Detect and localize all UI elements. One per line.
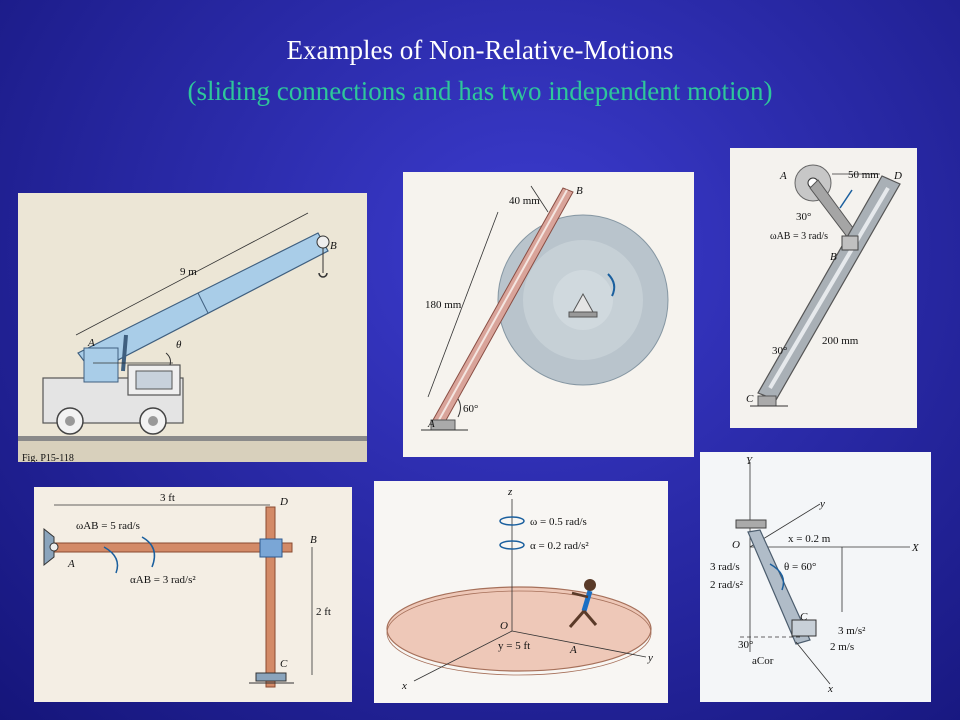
- link-label-30-top: 30°: [796, 211, 811, 223]
- rod-label-x: x: [827, 683, 833, 695]
- platform-label-alpha: α = 0.2 rad/s²: [530, 540, 589, 552]
- crane-diagram: 9 m B A θ Fig. P15-118: [18, 212, 367, 462]
- frame-label-c: C: [280, 658, 288, 670]
- rod-label-o: O: [732, 539, 740, 551]
- slotted-link-diagram: A 50 mm D 30° ωAB = 3 rad/s B 30° 200 mm…: [746, 164, 902, 407]
- crane-label-9m: 9 m: [180, 266, 197, 278]
- crane-label-a: A: [87, 337, 95, 349]
- rod-label-Y: Y: [746, 455, 754, 467]
- rotating-rod-figure: Y y O x = 0.2 m X 3 rad/s 2 rad/s² θ = 6…: [700, 452, 931, 702]
- frame-label-d: D: [279, 496, 288, 508]
- link-label-a: A: [779, 170, 787, 182]
- rod-label-2rad: 2 rad/s²: [710, 579, 744, 591]
- link-label-c: C: [746, 393, 754, 405]
- link-label-omega: ωAB = 3 rad/s: [770, 231, 828, 242]
- rod-label-2ms: 2 m/s: [830, 641, 854, 653]
- link-label-30: 30°: [772, 345, 787, 357]
- platform-label-y: y: [647, 652, 653, 664]
- crane-figure: 9 m B A θ Fig. P15-118: [18, 193, 367, 462]
- crane-label-theta: θ: [176, 339, 182, 351]
- crane-caption: Fig. P15-118: [22, 453, 74, 462]
- frame-figure: 3 ft D ωAB = 5 rad/s B A αAB = 3 rad/s² …: [34, 487, 352, 702]
- rod-label-3rad: 3 rad/s: [710, 561, 740, 573]
- rotating-rod-diagram: Y y O x = 0.2 m X 3 rad/s 2 rad/s² θ = 6…: [710, 455, 920, 695]
- frame-label-omega: ωAB = 5 rad/s: [76, 520, 140, 532]
- rod-label-X: X: [911, 542, 920, 554]
- platform-label-a: A: [569, 644, 577, 656]
- slide-subtitle: (sliding connections and has two indepen…: [187, 76, 773, 106]
- disk-label-b: B: [576, 185, 583, 197]
- link-label-200mm: 200 mm: [822, 335, 859, 347]
- link-label-d: D: [893, 170, 902, 182]
- disk-diagram: B 40 mm 180 mm 60° A: [421, 185, 669, 431]
- platform-label-y5: y = 5 ft: [498, 640, 530, 652]
- disk-label-40mm: 40 mm: [509, 195, 540, 207]
- rod-label-3ms2: 3 m/s²: [838, 625, 866, 637]
- disk-label-60: 60°: [463, 403, 478, 415]
- frame-label-b: B: [310, 534, 317, 546]
- platform-label-omega: ω = 0.5 rad/s: [530, 516, 587, 528]
- rod-label-c: C: [800, 611, 808, 623]
- disk-figure: B 40 mm 180 mm 60° A: [403, 172, 694, 457]
- rod-label-y: y: [819, 498, 825, 510]
- platform-figure: z ω = 0.5 rad/s α = 0.2 rad/s² O y = 5 f…: [374, 481, 668, 703]
- disk-label-a: A: [427, 418, 435, 430]
- platform-label-z: z: [507, 486, 513, 498]
- platform-diagram: z ω = 0.5 rad/s α = 0.2 rad/s² O y = 5 f…: [386, 486, 653, 692]
- platform-label-x: x: [401, 680, 407, 692]
- slotted-link-figure: A 50 mm D 30° ωAB = 3 rad/s B 30° 200 mm…: [730, 148, 917, 428]
- rod-label-theta: θ = 60°: [784, 561, 816, 573]
- rod-label-acor: aCor: [752, 655, 774, 667]
- frame-label-alpha: αAB = 3 rad/s²: [130, 574, 196, 586]
- frame-label-2ft: 2 ft: [316, 606, 331, 618]
- frame-label-a: A: [67, 558, 75, 570]
- crane-label-b: B: [330, 240, 337, 252]
- frame-label-3ft: 3 ft: [160, 492, 175, 504]
- rod-label-30: 30°: [738, 639, 753, 651]
- slide-title: Examples of Non-Relative-Motions: [286, 35, 674, 65]
- link-label-b: B: [830, 251, 837, 263]
- rod-label-x02: x = 0.2 m: [788, 533, 831, 545]
- frame-diagram: 3 ft D ωAB = 5 rad/s B A αAB = 3 rad/s² …: [43, 492, 331, 688]
- link-label-50mm: 50 mm: [848, 169, 879, 181]
- platform-label-o: O: [500, 620, 508, 632]
- disk-label-180mm: 180 mm: [425, 299, 462, 311]
